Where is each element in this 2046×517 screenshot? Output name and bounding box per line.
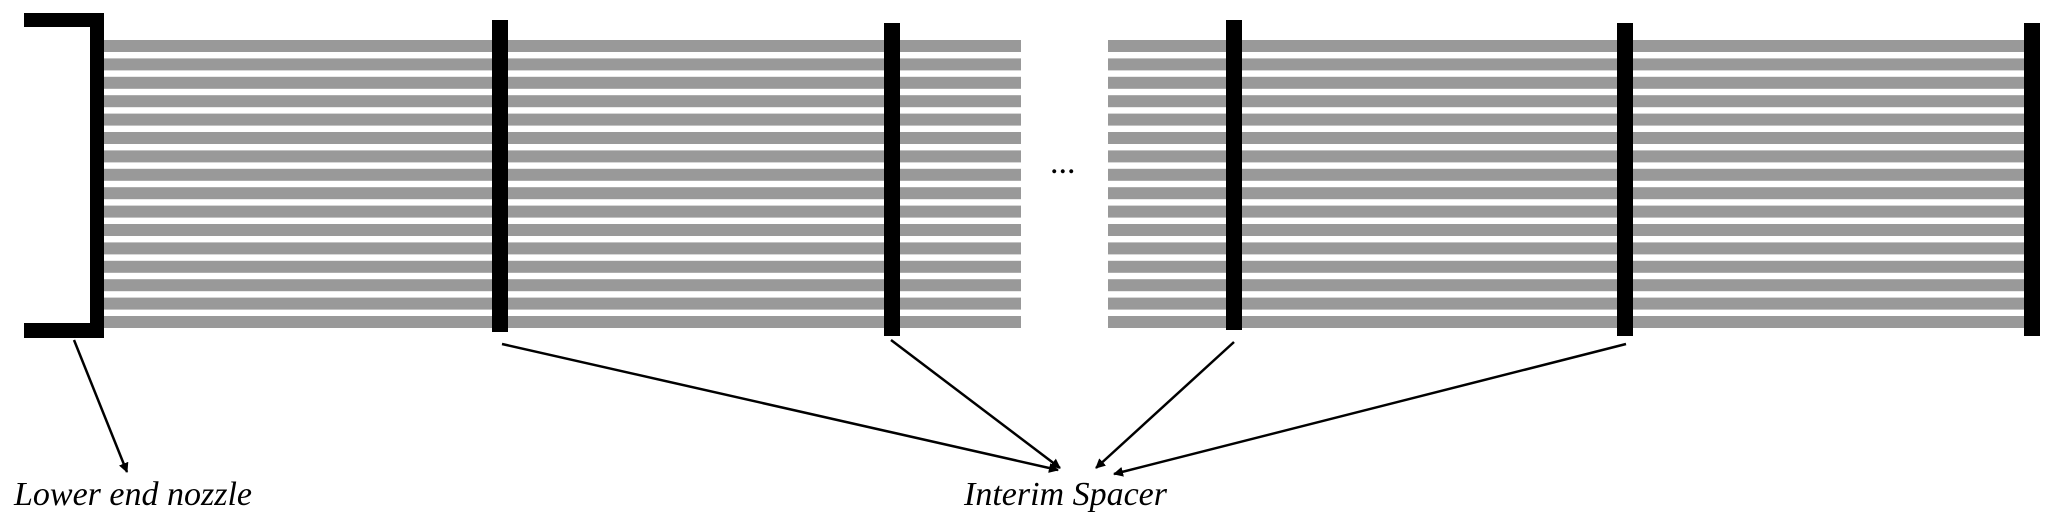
- fuel-rod-left-6: [104, 132, 1021, 144]
- nozzle-leader-arrow: [72, 339, 129, 473]
- fuel-rod-right-14: [1108, 279, 2024, 292]
- nozzle-vertical-plate: [90, 13, 104, 338]
- fuel-rod-left-13: [104, 260, 1021, 273]
- fuel-rod-left-3: [104, 76, 1021, 89]
- spacer-leader-arrow-3: [1095, 341, 1235, 469]
- lower-end-nozzle: [24, 13, 104, 338]
- fuel-rod-right-2: [1108, 58, 2024, 71]
- lower-end-nozzle-label: Lower end nozzle: [14, 476, 252, 513]
- interim-spacer-2: [884, 23, 900, 336]
- fuel-rod-right-5: [1108, 113, 2024, 126]
- fuel-rod-left-4: [104, 95, 1021, 108]
- nozzle-top-flange: [24, 13, 104, 27]
- nozzle-bottom-flange: [24, 323, 104, 338]
- fuel-rod-left-9: [104, 187, 1021, 200]
- fuel-rod-right-7: [1108, 150, 2024, 163]
- spacer-leader-arrow-1: [501, 342, 1059, 473]
- fuel-rod-right-10: [1108, 205, 2024, 218]
- fuel-rod-right-4: [1108, 95, 2024, 108]
- fuel-rod-left-14: [104, 279, 1021, 292]
- fuel-rods-left-bundle: [104, 40, 1021, 328]
- fuel-rod-right-3: [1108, 76, 2024, 89]
- fuel-rod-left-16: [104, 316, 1021, 328]
- fuel-rod-right-12: [1108, 242, 2024, 255]
- fuel-rod-right-1: [1108, 40, 2024, 52]
- interim-spacer-3: [1226, 20, 1242, 330]
- fuel-rod-right-15: [1108, 297, 2024, 310]
- gap-ellipsis: ...: [1050, 144, 1076, 181]
- fuel-rod-right-16: [1108, 316, 2024, 328]
- fuel-rod-right-9: [1108, 187, 2024, 200]
- fuel-rod-right-6: [1108, 132, 2024, 144]
- fuel-rod-left-7: [104, 150, 1021, 163]
- interim-spacer-label: Interim Spacer: [964, 476, 1168, 513]
- spacer-leader-arrow-4: [1113, 342, 1627, 477]
- upper-end-plate: [2024, 23, 2040, 336]
- fuel-rod-right-11: [1108, 224, 2024, 236]
- fuel-rod-left-15: [104, 297, 1021, 310]
- fuel-rods-right-bundle: [1108, 40, 2024, 328]
- fuel-rod-left-11: [104, 224, 1021, 236]
- interim-spacer-4: [1617, 23, 1633, 336]
- spacer-leader-arrow-2: [890, 339, 1061, 469]
- fuel-rod-right-13: [1108, 260, 2024, 273]
- fuel-rod-left-8: [104, 168, 1021, 181]
- interim-spacer-1: [492, 20, 508, 332]
- fuel-rod-right-8: [1108, 168, 2024, 181]
- fuel-rod-left-12: [104, 242, 1021, 255]
- fuel-rod-left-1: [104, 40, 1021, 52]
- fuel-rod-left-2: [104, 58, 1021, 71]
- fuel-rod-left-10: [104, 205, 1021, 218]
- fuel-rod-left-5: [104, 113, 1021, 126]
